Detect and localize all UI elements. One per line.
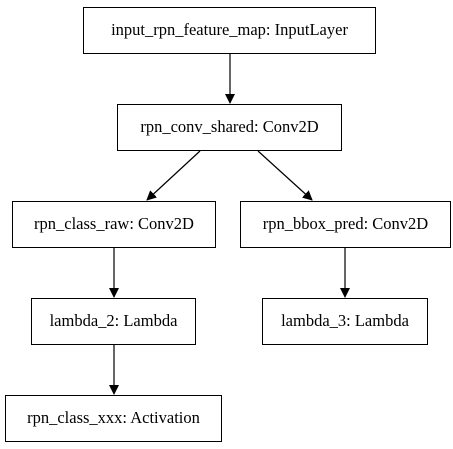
node-label: lambda_2: Lambda (49, 311, 178, 331)
node-label: rpn_class_raw: Conv2D (34, 214, 194, 234)
node-lambda-3: lambda_3: Lambda (262, 298, 428, 345)
edge-conv-shared-to-bbox-pred (257, 150, 313, 201)
node-input-rpn-feature-map: input_rpn_feature_map: InputLayer (83, 7, 376, 54)
node-label: input_rpn_feature_map: InputLayer (111, 20, 348, 40)
node-label: lambda_3: Lambda (281, 311, 409, 331)
node-rpn-class-activation: rpn_class_xxx: Activation (5, 395, 222, 442)
node-label: rpn_conv_shared: Conv2D (140, 117, 319, 137)
node-label: rpn_class_xxx: Activation (27, 408, 200, 428)
node-rpn-bbox-pred: rpn_bbox_pred: Conv2D (240, 201, 451, 248)
node-rpn-conv-shared: rpn_conv_shared: Conv2D (117, 104, 342, 151)
node-label: rpn_bbox_pred: Conv2D (262, 214, 429, 234)
node-lambda-2: lambda_2: Lambda (31, 298, 196, 345)
node-rpn-class-raw: rpn_class_raw: Conv2D (12, 201, 216, 248)
edge-conv-shared-to-class-raw (146, 150, 201, 201)
